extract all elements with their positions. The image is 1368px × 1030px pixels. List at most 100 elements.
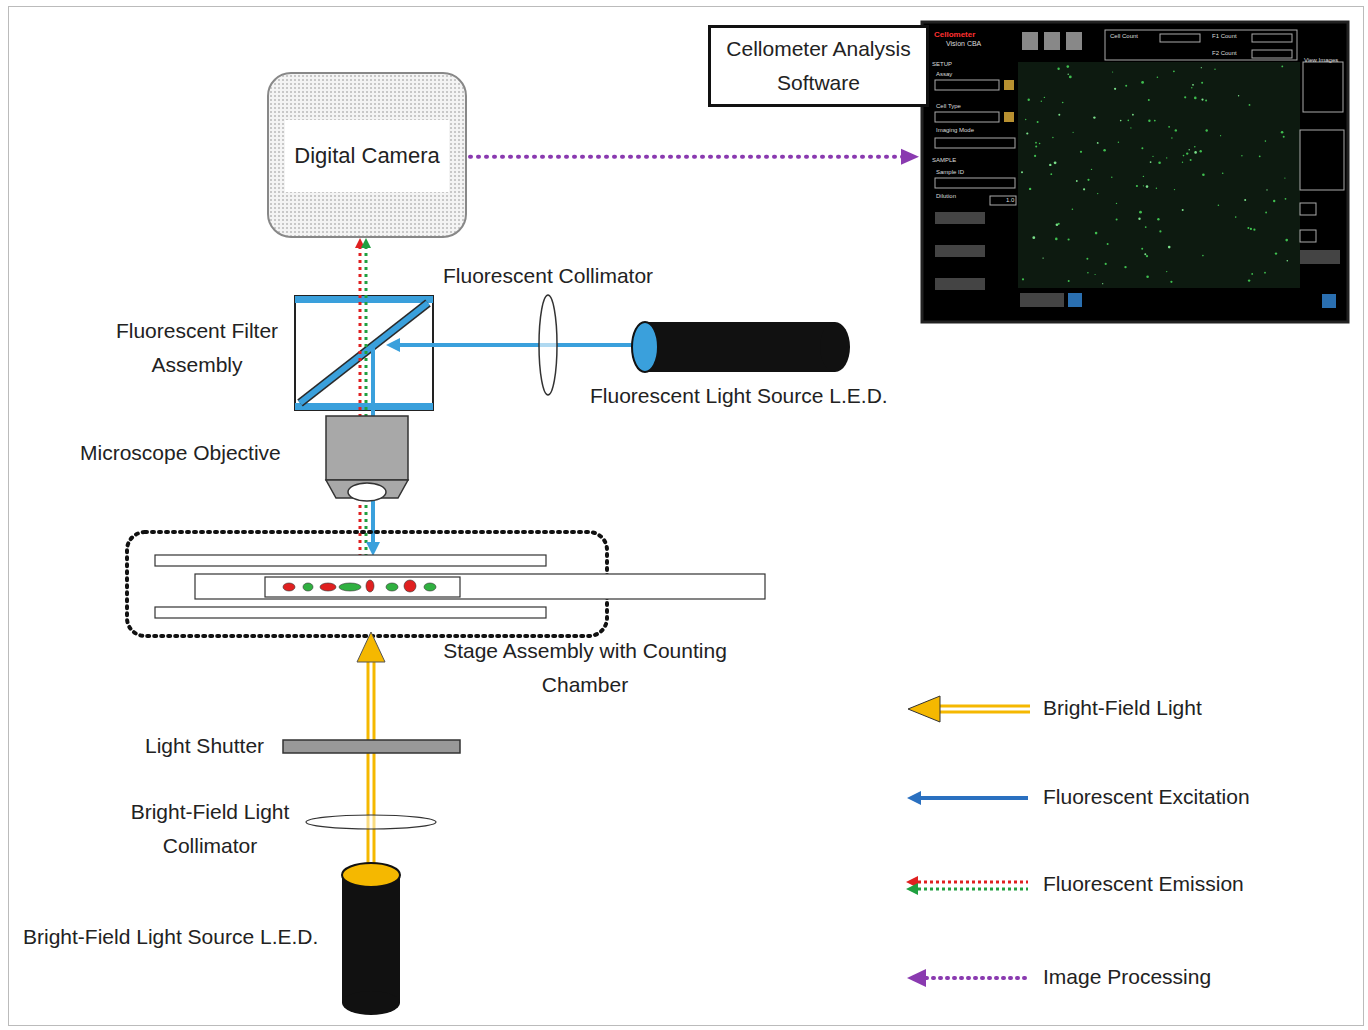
cell-dot (1086, 258, 1088, 260)
cell-dot (1138, 218, 1140, 220)
cell-dot (1249, 104, 1251, 106)
cell-dot (1058, 223, 1060, 225)
cell-dot (1128, 120, 1130, 122)
part-label: Fluorescent Collimator (443, 259, 653, 293)
cell-dot (1152, 156, 1153, 157)
cell-dot (1146, 185, 1149, 188)
ui-text: Cellometer (934, 31, 975, 39)
cell-dot (1171, 137, 1172, 138)
legend-text: Bright-Field Light (1043, 696, 1202, 720)
cell-dot (1265, 212, 1267, 214)
cell-dot (1154, 120, 1156, 122)
part-label: Stage Assembly with Counting Chamber (425, 634, 745, 702)
legend-text: Fluorescent Excitation (1043, 785, 1250, 809)
cell-dot (1068, 280, 1070, 282)
cell-dot (1021, 171, 1023, 173)
cell-dot (1087, 272, 1089, 274)
cell-dot (1183, 155, 1185, 157)
ui-text: Vision CBA (946, 40, 981, 48)
cell-dot (1166, 271, 1167, 272)
cell-dot (1190, 159, 1192, 161)
node-title: Digital Camera (285, 120, 449, 192)
ui-text: 1.0 (1006, 196, 1014, 204)
cell-dot (1170, 281, 1172, 283)
cell-dot (1068, 238, 1070, 240)
brightfield-beam (367, 660, 370, 870)
cell-dot (1192, 84, 1194, 86)
cell-dot (1205, 99, 1207, 101)
cell-dot (1273, 200, 1275, 202)
cell-dot (1057, 68, 1059, 70)
cell-dot (1182, 162, 1183, 163)
cell-dot (1097, 142, 1099, 144)
cell-dot (1116, 218, 1118, 220)
cell-dot (1032, 236, 1035, 239)
node-title: Cellometer Analysis Software (711, 32, 926, 100)
cell-dot (1039, 143, 1041, 145)
cell-dot (1157, 77, 1159, 79)
cell-dot (1146, 276, 1149, 279)
led-face (632, 322, 658, 372)
part-label: Light Shutter (145, 729, 264, 763)
cell-dot (1107, 243, 1109, 245)
dichroic-mirror (300, 303, 428, 403)
brightfield-collimator (306, 815, 436, 829)
cell-dot (1253, 229, 1255, 231)
cell-dot (1244, 199, 1246, 201)
cell-dot (1132, 114, 1134, 116)
cell-dot (1182, 209, 1184, 211)
cell-dot (1186, 152, 1188, 154)
cell-dot (1044, 97, 1045, 98)
cell-dot (1285, 239, 1288, 242)
filter-bar (295, 403, 433, 410)
cell-dot (1069, 76, 1072, 79)
cell-dot (1146, 255, 1148, 257)
led-body (342, 991, 400, 1015)
cell-dot (1287, 260, 1289, 262)
cell-dot (1103, 149, 1106, 152)
cell-dot (1218, 205, 1220, 207)
cell-dot (1158, 162, 1161, 165)
cell-dot (1173, 70, 1175, 72)
cell-dot (1266, 189, 1267, 190)
cell-dot (1125, 85, 1127, 87)
cell-dot (1055, 238, 1058, 241)
cell-dot (1068, 74, 1069, 75)
light-shutter (283, 740, 460, 753)
legend-text: Image Processing (1043, 965, 1211, 989)
arrowhead (366, 542, 380, 556)
image-view (1018, 62, 1300, 288)
cell-dot (1235, 216, 1237, 218)
cell-dot (1102, 283, 1103, 284)
cell-dot (1284, 178, 1285, 179)
cell-dot (1037, 121, 1039, 123)
cell-dot (1145, 226, 1147, 228)
cell-dot (1097, 193, 1098, 194)
led-face (342, 863, 400, 887)
green-emission (365, 246, 368, 556)
cell-dot (1283, 136, 1285, 138)
cell-dot (1130, 127, 1131, 128)
cell-dot (1264, 272, 1266, 274)
led-body (645, 322, 835, 372)
cell-dot (1214, 69, 1215, 70)
cell-dot (1091, 169, 1092, 170)
cell-dot (1087, 179, 1089, 181)
cell-dot (1095, 232, 1098, 235)
cell-dot (1058, 114, 1060, 116)
part-label: Bright-Field Light Collimator (110, 795, 310, 863)
cell-dot (1206, 129, 1208, 131)
screenshot-panel (922, 22, 1348, 322)
cell-dot (1202, 173, 1205, 176)
cell-dot (1073, 132, 1074, 133)
image-processing-arrow (470, 149, 919, 165)
brightfield-beam (373, 660, 376, 870)
cell-dot (1139, 211, 1142, 214)
led-body (820, 322, 850, 372)
cell-dot (1136, 185, 1138, 187)
ui-text: F1 Count (1212, 32, 1237, 40)
ui-fields (935, 30, 1344, 242)
cell-dot (1202, 255, 1204, 257)
cell-dot (1041, 101, 1042, 102)
cell-dot (1194, 151, 1197, 154)
